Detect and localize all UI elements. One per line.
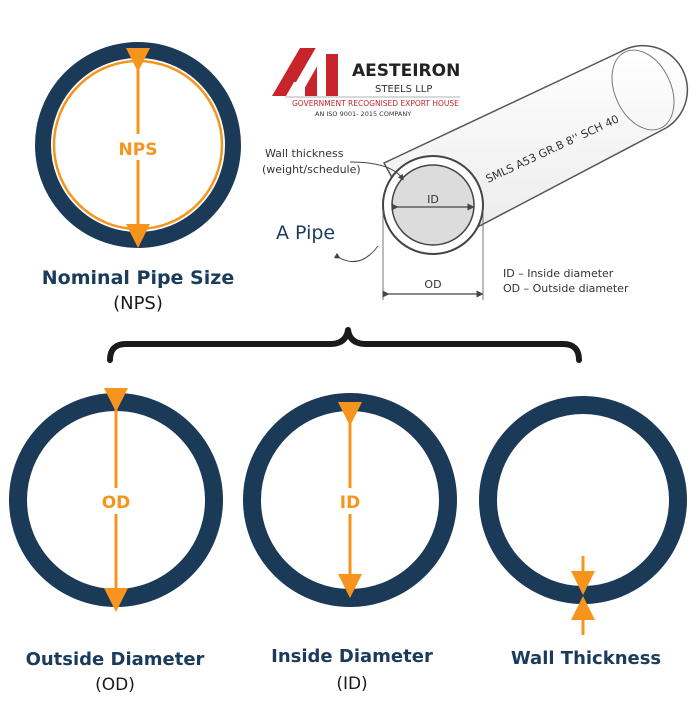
logo-i-mark [326, 54, 338, 96]
wall-ring [479, 396, 687, 604]
id-inside-label: ID [340, 493, 360, 513]
nps-label-bg [114, 134, 162, 160]
grouping-brace [107, 327, 582, 363]
pipe-sketch: ID OD Wall thickness (weight/schedule) A… [262, 44, 689, 300]
pipe-caption: A Pipe [276, 222, 335, 244]
od-subtitle: (OD) [95, 675, 135, 695]
id-subtitle: (ID) [336, 674, 367, 694]
od-pipe-section: OD [9, 388, 223, 612]
od-title: Outside Diameter [26, 649, 205, 670]
nps-subtitle: (NPS) [113, 293, 163, 314]
wall-pointer [349, 161, 404, 181]
legend-id: ID – Inside diameter [503, 267, 614, 280]
wall-title: Wall Thickness [511, 648, 661, 669]
id-pipe-section: ID [243, 393, 457, 607]
company-logo: AI AESTEIRON STEELS LLP GOVERNMENT RECOG… [0, 0, 460, 118]
wall-label-line1: Wall thickness [265, 147, 344, 160]
logo-mark-text: AI [0, 0, 2, 1]
id-title: Inside Diameter [271, 646, 433, 667]
od-label-bg [94, 488, 138, 514]
pipe-far-end [611, 49, 675, 131]
caption-pointer [333, 245, 379, 263]
logo-slash [288, 44, 330, 96]
logo-company-sub: STEELS LLP [375, 84, 432, 95]
id-label-bg [332, 488, 368, 514]
nps-inside-label: NPS [119, 140, 158, 160]
id-sketch-label: ID [427, 193, 439, 206]
legend-od: OD – Outside diameter [503, 282, 629, 295]
logo-tagline: GOVERNMENT RECOGNISED EXPORT HOUSE [292, 99, 459, 108]
nps-pipe-section: NPS [35, 42, 241, 248]
logo-company-name: AESTEIRON [352, 61, 460, 81]
wall-pipe-section [479, 396, 687, 635]
od-sketch-label: OD [424, 278, 441, 291]
nps-title: Nominal Pipe Size [42, 267, 234, 289]
od-inside-label: OD [102, 493, 131, 513]
logo-cert: AN ISO 9001- 2015 COMPANY [315, 110, 411, 118]
wall-label-line2: (weight/schedule) [262, 163, 361, 176]
